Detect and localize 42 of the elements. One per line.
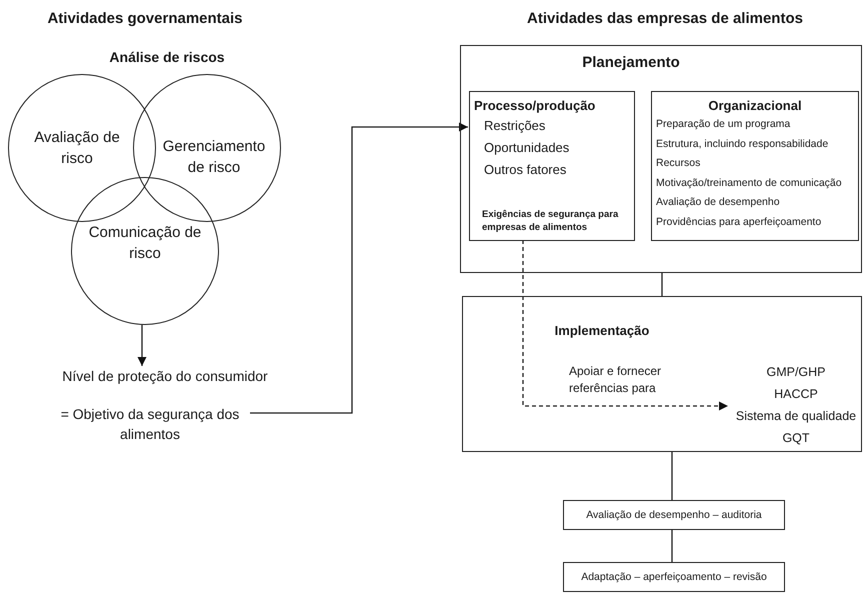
list-item: Outros fatores (483, 161, 568, 179)
section-title: Planejamento (581, 53, 681, 71)
process-box: Adaptação – aperfeiçoamento – revisão (563, 562, 785, 592)
list-item: GQT (781, 430, 811, 447)
connector-line (671, 530, 673, 562)
arrow (250, 122, 468, 414)
heading: Atividades das empresas de alimentos (527, 10, 803, 27)
section-box (462, 296, 862, 452)
list-item: Restrições (483, 117, 546, 135)
circle (71, 177, 219, 325)
connector-line (671, 452, 673, 500)
list-item: Oportunidades (483, 139, 570, 157)
heading: Atividades governamentais (47, 10, 243, 27)
list-item: Recursos (655, 156, 702, 171)
list-item: GMP/GHP (765, 364, 827, 381)
process-box: Avaliação de desempenho – auditoria (563, 500, 785, 530)
arrow (138, 324, 146, 366)
box-title: Organizacional (707, 97, 803, 115)
circle-label: Avaliação de risco (33, 128, 121, 169)
text-label: Nível de proteção do consumidor (20, 366, 310, 388)
list-item: Providências para aperfeiçoamento (655, 214, 822, 230)
box-title: Processo/produção (473, 97, 596, 115)
list-item: Preparação de um programa (655, 117, 792, 132)
arrow (522, 240, 728, 410)
list-item: Estrutura, incluindo responsabilidade (655, 136, 830, 152)
circle (133, 74, 281, 222)
circle-label: Comunicação de risco (88, 223, 202, 264)
section-box (460, 45, 862, 273)
list-item: Motivação/treinamento de comunicação (655, 176, 843, 190)
circle-label: Gerenciamento de risco (162, 137, 266, 178)
list-item: Avaliação de desempenho (655, 195, 781, 210)
list-item: HACCP (773, 386, 819, 403)
list-item: Sistema de qualidade (734, 408, 858, 425)
circle (8, 74, 156, 222)
text-label: = Objetivo da segurança dos alimentos (50, 404, 250, 448)
description-text: Apoiar e fornecer referências para (569, 363, 662, 397)
note-text: Exigências de segurança para empresas de alimentos (482, 209, 620, 234)
process-box (651, 91, 859, 241)
heading: Análise de riscos (109, 49, 225, 65)
process-box (469, 91, 635, 241)
connector-line (661, 273, 663, 296)
section-title: Implementação (554, 322, 650, 338)
